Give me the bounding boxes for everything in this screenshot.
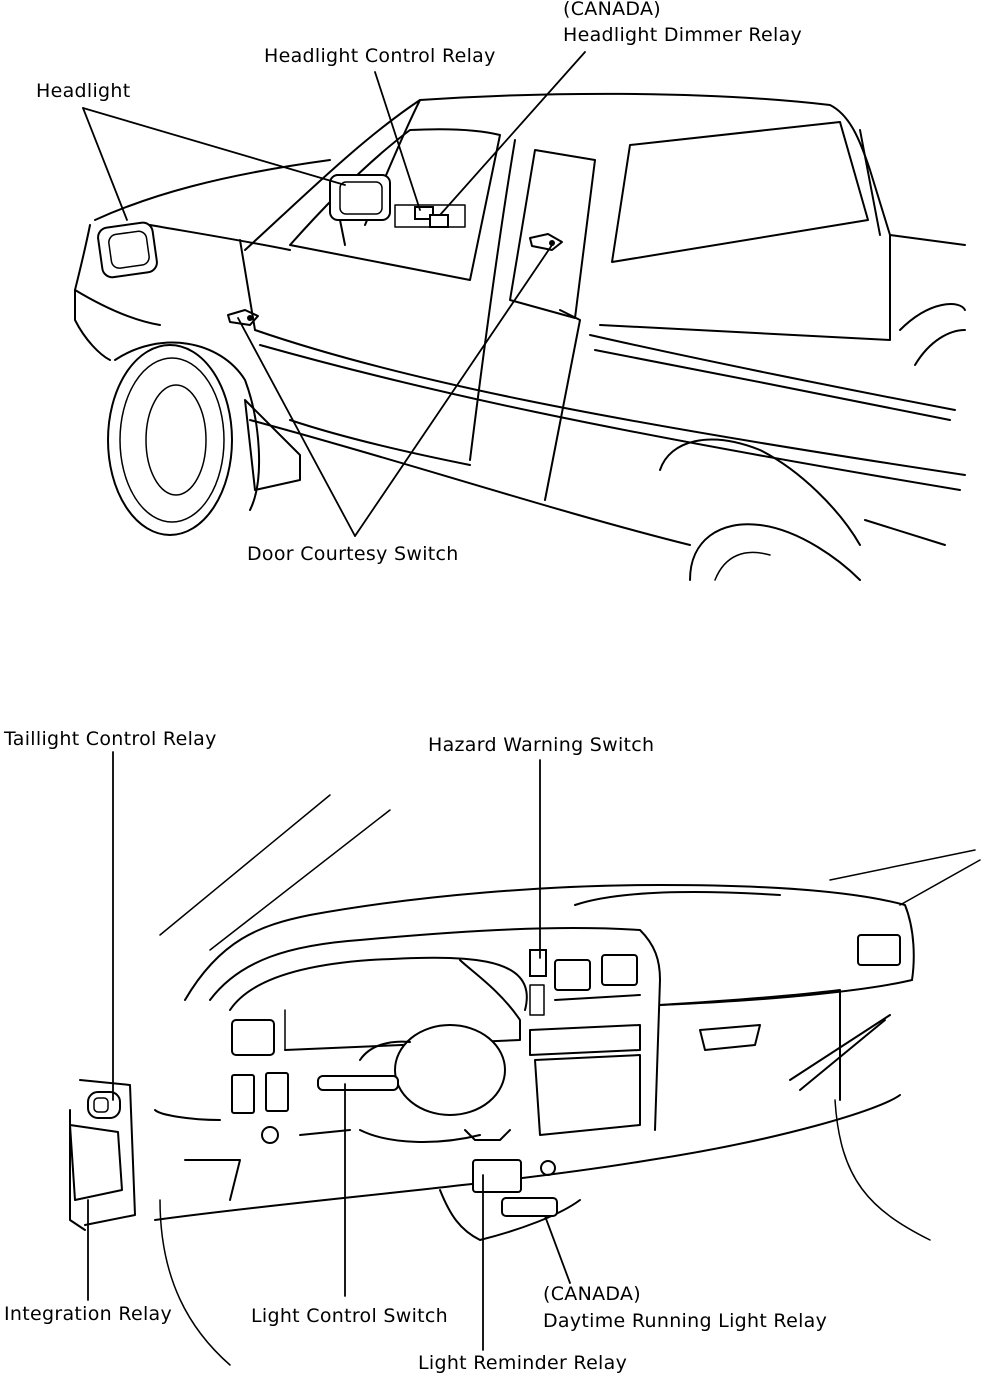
label-hazard-warning-switch: Hazard Warning Switch xyxy=(428,734,654,756)
label-headlight-dimmer-relay: Headlight Dimmer Relay xyxy=(563,24,802,46)
label-headlight: Headlight xyxy=(36,80,131,102)
label-light-reminder-relay: Light Reminder Relay xyxy=(418,1352,627,1374)
label-canada-top: (CANADA) xyxy=(563,0,661,20)
label-door-courtesy-switch: Door Courtesy Switch xyxy=(247,543,459,565)
label-headlight-control-relay: Headlight Control Relay xyxy=(264,45,496,67)
top-leader-lines xyxy=(82,51,586,537)
bottom-leader-lines xyxy=(87,751,571,1351)
label-light-control-switch: Light Control Switch xyxy=(251,1305,448,1327)
dashboard-illustration xyxy=(69,794,981,1366)
label-taillight-control-relay: Taillight Control Relay xyxy=(3,728,217,750)
label-canada-bottom: (CANADA) xyxy=(543,1283,641,1305)
labels: Headlight Headlight Control Relay (CANAD… xyxy=(3,0,827,1374)
label-daytime-running-light-relay: Daytime Running Light Relay xyxy=(543,1310,827,1332)
truck-illustration xyxy=(74,92,966,581)
label-integration-relay: Integration Relay xyxy=(4,1303,172,1325)
